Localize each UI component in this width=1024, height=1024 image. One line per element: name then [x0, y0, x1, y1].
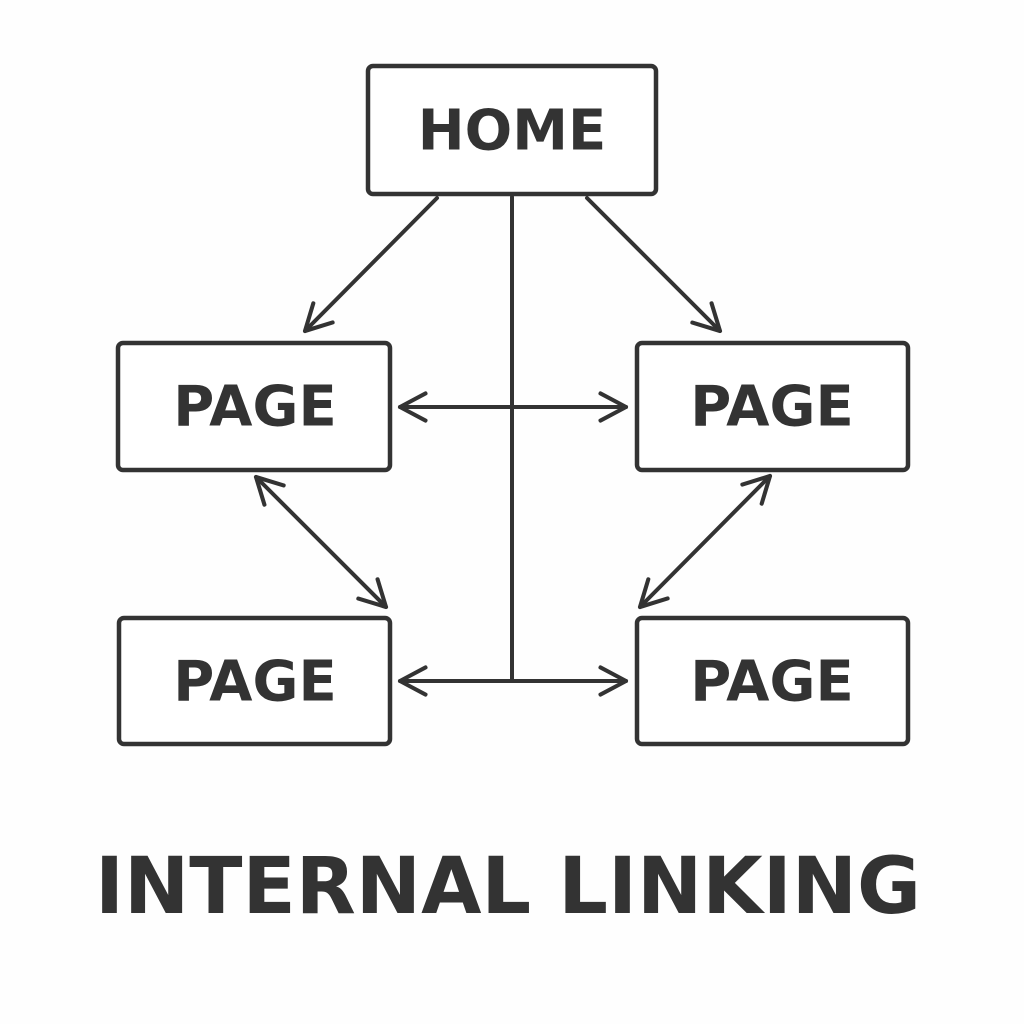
- page-label: PAGE: [173, 375, 336, 440]
- arrow-home-to-page-top-left: [302, 196, 439, 334]
- diagram-title: INTERNAL LINKING: [95, 842, 921, 932]
- home-node: HOME: [365, 63, 659, 197]
- page-node-bottom-right: PAGE: [634, 615, 911, 747]
- page-label: PAGE: [173, 650, 336, 715]
- page-node-top-right: PAGE: [634, 340, 911, 473]
- page-label: PAGE: [690, 650, 853, 715]
- arrow-right-pages-bidirectional: [637, 473, 773, 610]
- arrow-left-pages-bidirectional: [253, 474, 389, 610]
- home-label: HOME: [418, 99, 606, 164]
- page-node-top-left: PAGE: [115, 340, 393, 473]
- page-node-bottom-left: PAGE: [116, 615, 393, 747]
- page-label: PAGE: [690, 375, 853, 440]
- arrow-home-to-page-top-right: [585, 196, 723, 334]
